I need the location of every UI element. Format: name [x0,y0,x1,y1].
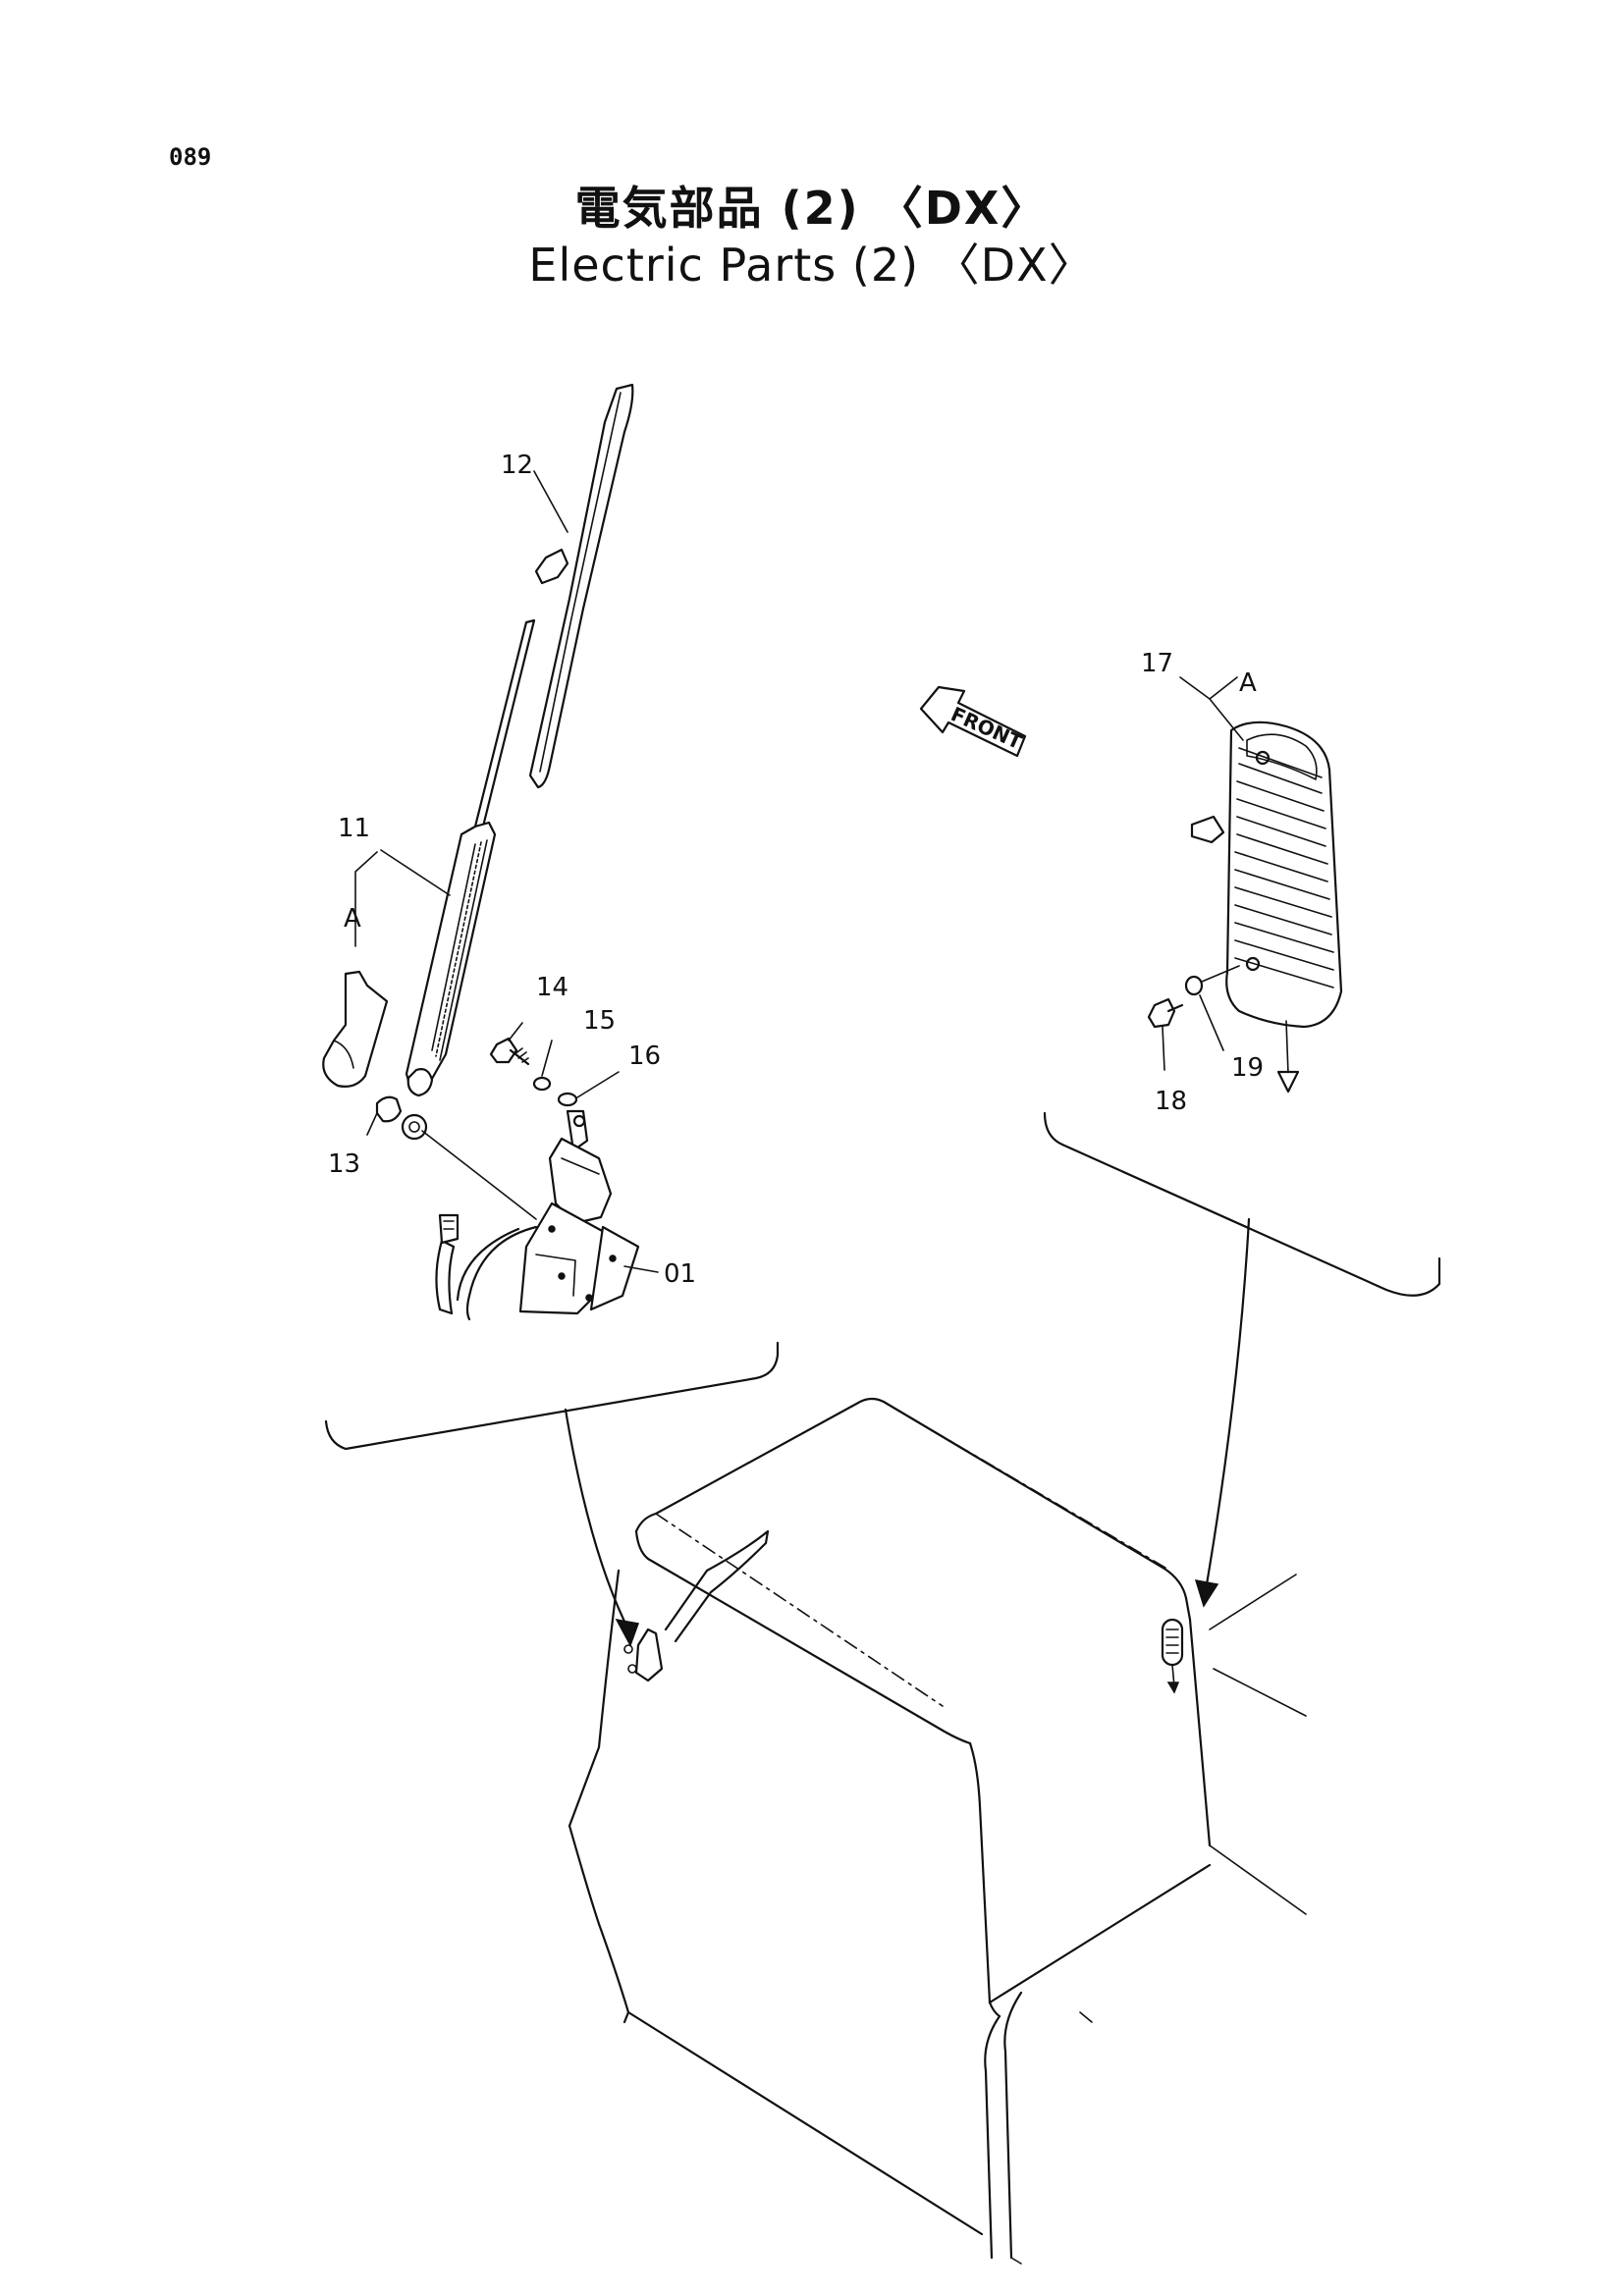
title-japanese: 電気部品 (2) 〈DX〉 [574,182,1049,235]
label-14: 14 [536,973,568,1002]
part-labels: 12 11 A 14 15 16 13 01 17 A 19 18 [328,451,1264,1289]
label-a-left: A [344,904,361,934]
screw-18 [1147,997,1184,1029]
label-16: 16 [628,1041,661,1071]
label-19: 19 [1231,1053,1264,1083]
label-15: 15 [583,1006,616,1036]
label-13: 13 [328,1149,360,1179]
wiper-motor-01 [421,1109,640,1321]
page-number: 089 [169,143,212,171]
washer-19 [1184,965,1240,996]
marker-lamp-17 [1190,721,1343,1094]
label-a-right: A [1239,668,1257,698]
label-17: 17 [1141,649,1173,678]
leader-lines [354,470,1244,1273]
svg-text:FRONT: FRONT [947,702,1026,754]
wiper-arm-11 [405,618,536,1097]
title-english: Electric Parts (2) 〈DX〉 [528,239,1095,292]
cab-body [568,1397,1307,2265]
front-direction-marker: FRONT [919,685,1027,758]
callout-bracket-wiper [324,1341,780,1647]
washer-15 [532,1076,552,1092]
label-12: 12 [501,451,533,480]
nut-13 [375,1095,428,1141]
callout-bracket-lamp [1043,1111,1441,1608]
hook-adapter-a [322,970,389,1088]
label-11: 11 [338,814,370,843]
washer-16 [557,1092,578,1107]
wiper-blade-12 [528,383,634,789]
label-01: 01 [664,1259,696,1289]
label-18: 18 [1155,1087,1187,1116]
bolt-14 [489,1037,530,1066]
